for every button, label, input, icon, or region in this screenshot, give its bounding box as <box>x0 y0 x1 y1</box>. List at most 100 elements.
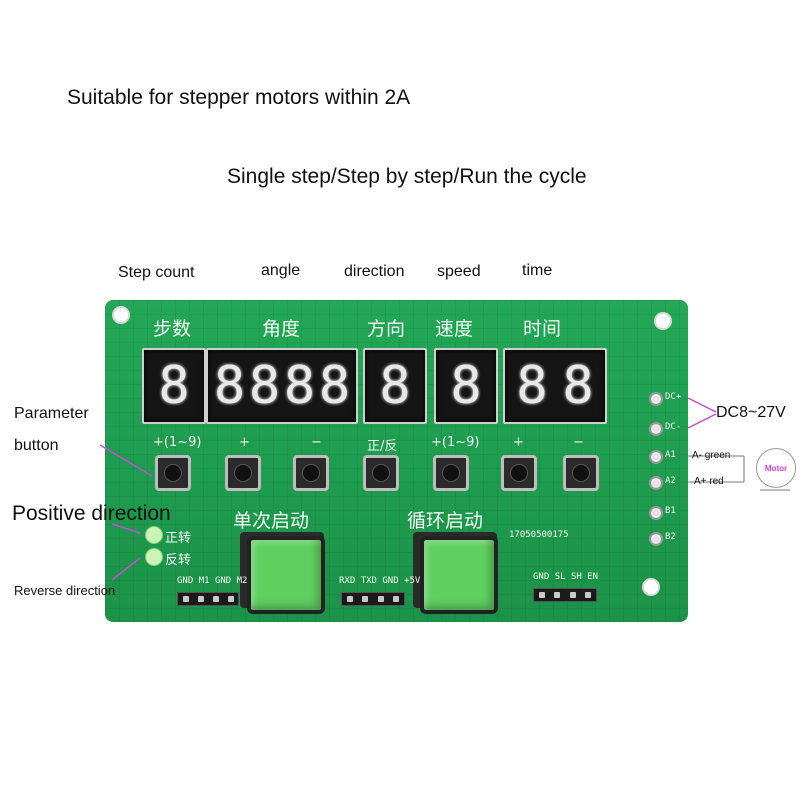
terminal-b2 <box>649 532 663 546</box>
label-speed: speed <box>437 263 481 280</box>
label-dc-voltage: DC8~27V <box>716 404 786 421</box>
display-digit: 8 <box>516 356 548 416</box>
angle-minus-button[interactable] <box>293 455 329 491</box>
display-digit: 8 <box>248 356 281 416</box>
header-serial <box>341 592 405 606</box>
motor-label: Motor <box>764 463 788 473</box>
positive-arrow <box>111 523 141 534</box>
header-labels-3: GND SL SH EN <box>533 572 598 582</box>
button-cap <box>302 464 320 482</box>
time-plus-button[interactable] <box>501 455 537 491</box>
label-button: button <box>14 437 59 454</box>
steps-increment-button[interactable] <box>155 455 191 491</box>
cycle-start-label: 循环启动 <box>407 510 484 532</box>
label-a-plus: A+ red <box>694 476 724 487</box>
button-label: − <box>311 435 322 450</box>
motor-icon: Motor <box>756 448 796 488</box>
label-a-minus: A- green <box>692 450 731 461</box>
speed-increment-button[interactable] <box>433 455 469 491</box>
circuit-board: 步数 角度 方向 速度 时间 8 8 8 8 8 8 8 8 8 +(1~9) … <box>105 300 688 622</box>
single-start-label: 单次启动 <box>233 510 310 532</box>
header-pin <box>182 596 189 602</box>
button-cap <box>510 464 528 482</box>
button-label: + <box>513 435 524 450</box>
terminal-label: DC- <box>665 422 682 432</box>
header-pin <box>362 596 369 602</box>
pin-label: GND <box>533 572 550 582</box>
angle-plus-button[interactable] <box>225 455 261 491</box>
header-labels-1: GND M1 GND M2 <box>177 576 247 586</box>
pin-label: SH <box>570 572 582 582</box>
pin-label: M2 <box>236 576 248 586</box>
display-digit: 8 <box>283 356 316 416</box>
cycle-start-button[interactable] <box>420 536 498 614</box>
pin-label: GND <box>214 576 232 586</box>
button-label: 正/反 <box>367 439 398 454</box>
header-pin <box>197 596 204 602</box>
pin-label: M1 <box>198 576 210 586</box>
terminal-label: B2 <box>665 532 676 542</box>
display-angle: 8 8 8 8 <box>206 348 358 424</box>
header-pin <box>554 592 561 598</box>
pin-label: SL <box>554 572 566 582</box>
button-label: +(1~9) <box>153 435 202 450</box>
display-digit: 8 <box>213 356 246 416</box>
time-minus-button[interactable] <box>563 455 599 491</box>
header-pin <box>346 596 353 602</box>
header-motor-out <box>177 592 239 606</box>
pin-label: +5V <box>404 576 421 586</box>
forward-led <box>145 526 163 544</box>
section-direction: 方向 <box>367 318 406 340</box>
section-speed: 速度 <box>435 318 474 340</box>
terminal-b1 <box>649 506 663 520</box>
single-start-button[interactable] <box>247 536 325 614</box>
display-direction: 8 <box>363 348 427 424</box>
section-time: 时间 <box>523 318 562 340</box>
reverse-arrow <box>111 557 141 581</box>
display-digit: 8 <box>562 356 594 416</box>
section-steps: 步数 <box>153 318 192 340</box>
headline-modes: Single step/Step by step/Run the cycle <box>227 165 587 188</box>
header-pin <box>585 592 592 598</box>
label-reverse-direction: Reverse direction <box>14 583 116 598</box>
button-cap <box>572 464 590 482</box>
display-digit: 8 <box>318 356 351 416</box>
label-direction: direction <box>344 263 405 280</box>
terminal-label: DC+ <box>665 392 682 402</box>
display-steps: 8 <box>142 348 206 424</box>
label-positive-direction: Positive direction <box>12 502 171 525</box>
button-label: − <box>573 435 584 450</box>
header-control <box>533 588 597 602</box>
header-pin <box>393 596 400 602</box>
mounting-hole <box>642 578 660 596</box>
header-pin <box>569 592 576 598</box>
display-digit: 8 <box>158 356 190 416</box>
pin-label: GND <box>382 576 399 586</box>
button-label: + <box>239 435 250 450</box>
dc-arrow-plus <box>687 397 717 413</box>
reverse-led-label: 反转 <box>165 553 192 568</box>
section-angle: 角度 <box>262 318 301 340</box>
button-cap <box>164 464 182 482</box>
display-digit: 8 <box>379 356 411 416</box>
forward-led-label: 正转 <box>165 531 192 546</box>
terminal-dc-plus <box>649 392 663 406</box>
button-cap <box>234 464 252 482</box>
pin-label: EN <box>587 572 599 582</box>
serial-number: 17050500175 <box>509 530 569 540</box>
terminal-dc-minus <box>649 422 663 436</box>
pin-label: TXD <box>360 576 377 586</box>
pin-label: RXD <box>339 576 356 586</box>
reverse-led <box>145 548 163 566</box>
label-step-count: Step count <box>118 264 195 281</box>
display-speed: 8 <box>434 348 498 424</box>
pin-label: GND <box>177 576 194 586</box>
button-label: +(1~9) <box>431 435 480 450</box>
label-time: time <box>522 262 553 279</box>
label-parameter: Parameter <box>14 405 89 422</box>
headline-current: Suitable for stepper motors within 2A <box>67 86 411 109</box>
direction-toggle-button[interactable] <box>363 455 399 491</box>
label-angle: angle <box>261 262 301 279</box>
mounting-hole <box>654 312 672 330</box>
